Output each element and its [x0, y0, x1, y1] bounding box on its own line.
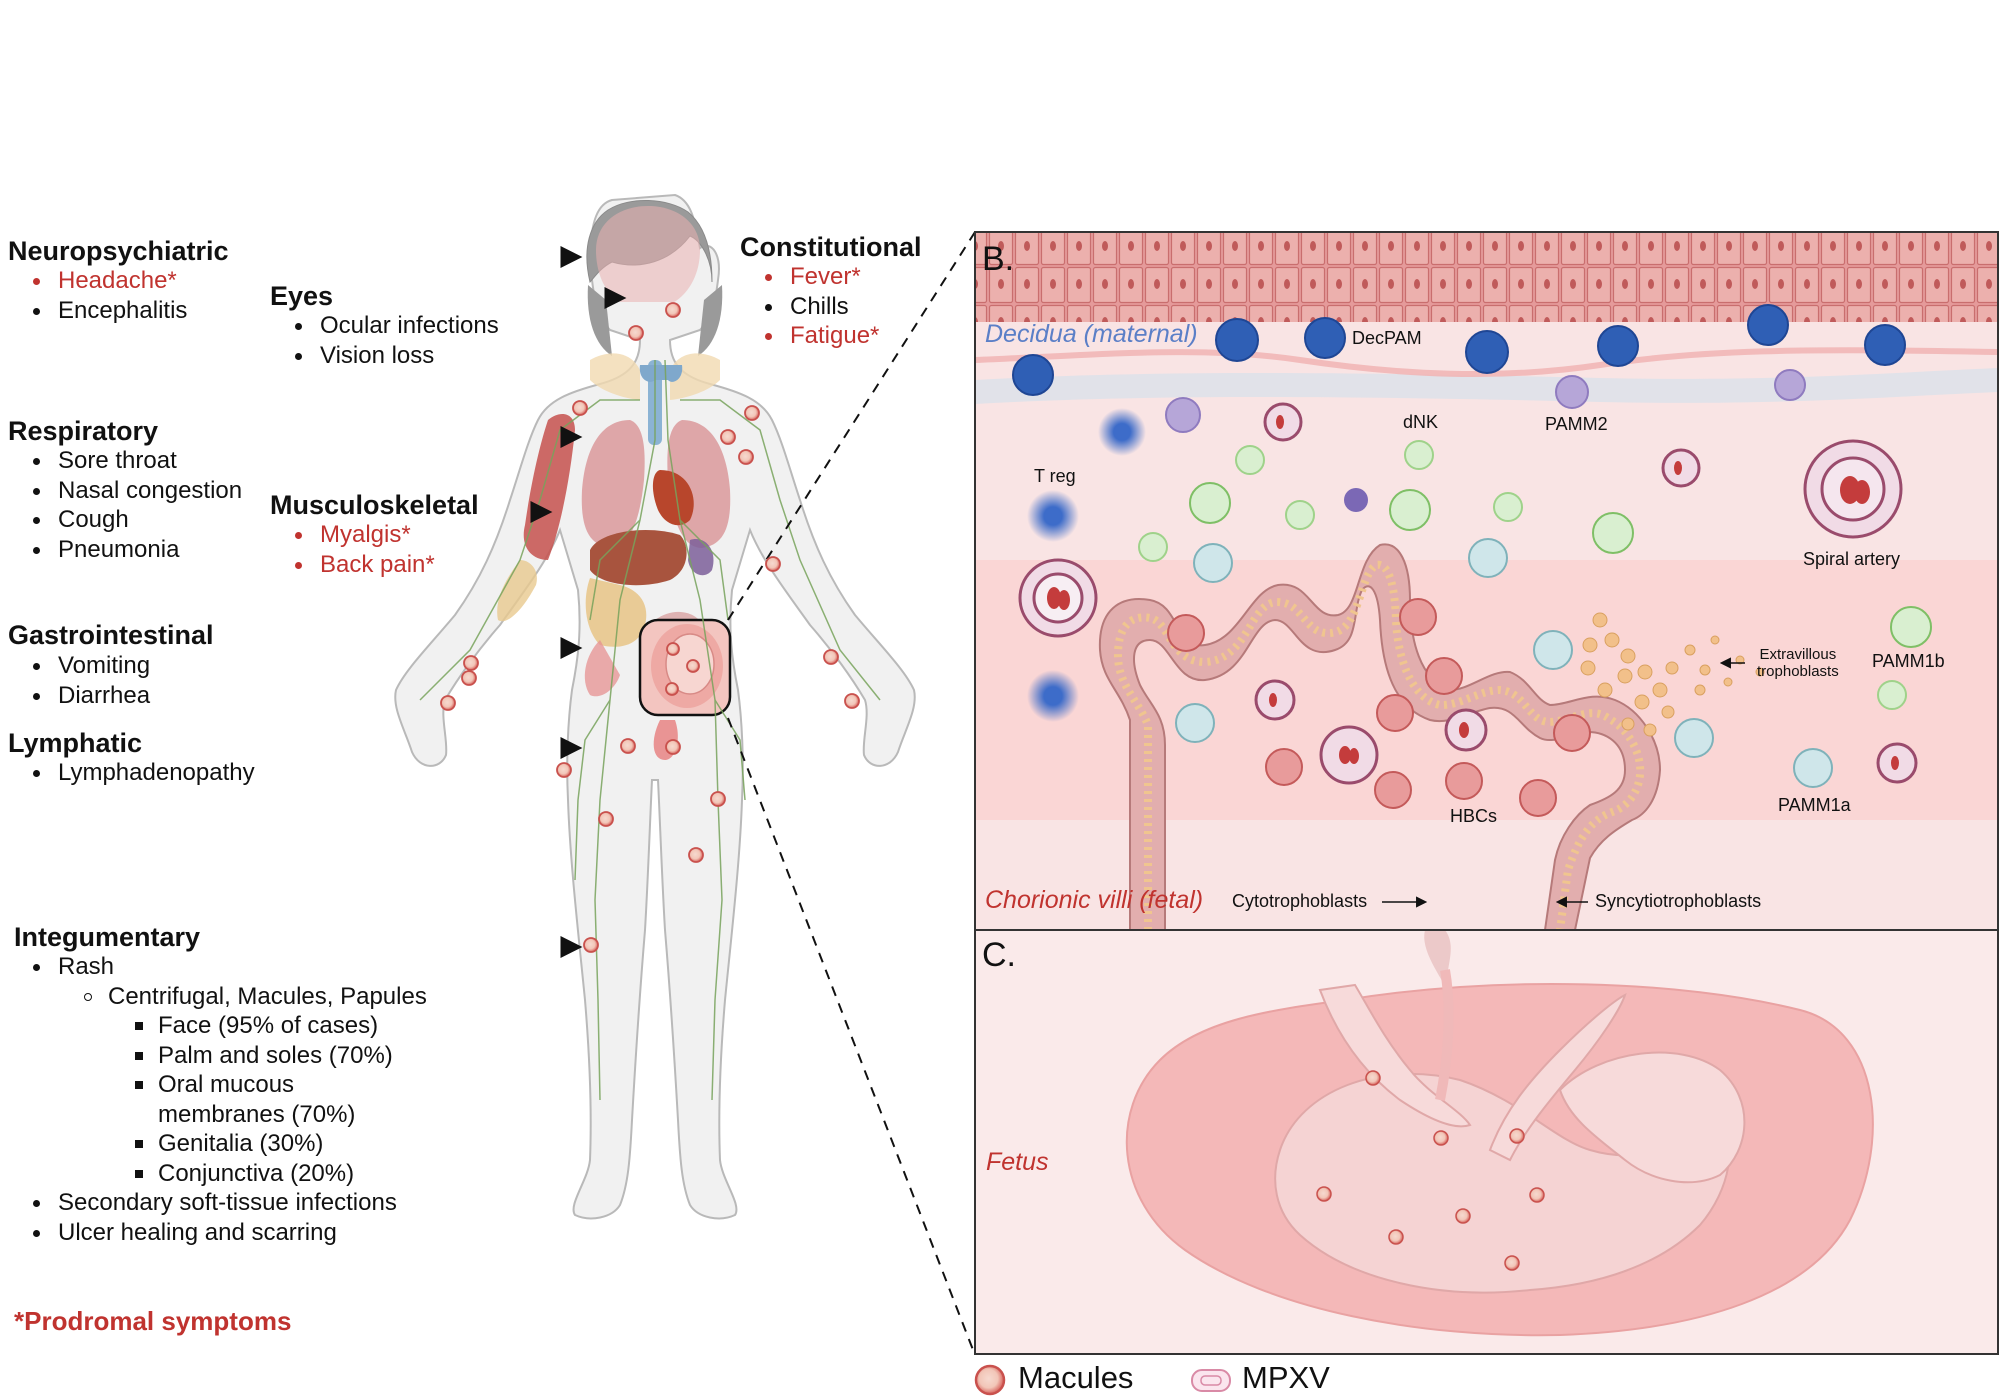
heading-constitutional: Constitutional — [740, 232, 922, 262]
rash-site-face: Face (95% of cases) — [8, 1011, 427, 1041]
label-pamm1b: PAMM1b — [1872, 651, 1945, 671]
symptom-rash: Rash — [8, 952, 427, 982]
rash-site-oral-mucous-cont: membranes (70%) — [158, 1100, 356, 1128]
heading-gastrointestinal: Gastrointestinal — [8, 620, 214, 650]
symptom-ulcer-scarring: Ulcer healing and scarring — [8, 1218, 427, 1248]
legend-macules-label: Macules — [1018, 1360, 1134, 1395]
label-pamm2: PAMM2 — [1545, 414, 1608, 434]
human-body-illustration — [394, 193, 916, 1220]
label-syncytiotrophoblasts: Syncytiotrophoblasts — [1595, 891, 1762, 911]
heading-neuropsychiatric: Neuropsychiatric — [8, 236, 229, 266]
label-cytotrophoblasts: Cytotrophoblasts — [1232, 891, 1368, 911]
zoom-lines — [727, 231, 976, 1356]
list-lymphatic: Lymphadenopathy — [8, 758, 255, 788]
symptom-myalgis: Myalgis* — [270, 520, 435, 550]
heading-eyes: Eyes — [270, 281, 334, 311]
panel-c-fetus — [974, 929, 1999, 1355]
legend-macule-icon — [974, 1364, 1006, 1396]
symptom-secondary-infections: Secondary soft-tissue infections — [8, 1188, 427, 1218]
panel-b-letter: B. — [982, 240, 1015, 278]
label-decpam: DecPAM — [1352, 328, 1422, 348]
symptom-cough: Cough — [8, 505, 242, 535]
rash-site-palms-soles: Palm and soles (70%) — [8, 1041, 427, 1071]
list-neuropsychiatric: Headache* Encephalitis — [8, 266, 187, 325]
symptom-ocular-infections: Ocular infections — [270, 311, 499, 341]
label-hbcs: HBCs — [1450, 806, 1498, 826]
heading-lymphatic: Lymphatic — [8, 728, 143, 758]
label-dnk: dNK — [1403, 412, 1439, 432]
region-chorionic-villi: Chorionic villi (fetal) — [985, 886, 1204, 914]
prodromal-footnote: *Prodromal symptoms — [14, 1306, 292, 1336]
list-musculoskeletal: Myalgis* Back pain* — [270, 520, 435, 579]
symptom-diarrhea: Diarrhea — [8, 681, 150, 711]
symptom-fever: Fever* — [740, 262, 879, 292]
panel-c-letter: C. — [982, 936, 1016, 974]
rash-site-oral-mucous: Oral mucous — [8, 1070, 427, 1100]
heading-integumentary: Integumentary — [14, 922, 201, 952]
panel-b-placenta — [974, 231, 1999, 931]
heading-respiratory: Respiratory — [8, 416, 159, 446]
symptom-sore-throat: Sore throat — [8, 446, 242, 476]
symptom-vomiting: Vomiting — [8, 651, 150, 681]
list-integumentary: Rash Centrifugal, Macules, Papules Face … — [8, 952, 427, 1247]
rash-description: Centrifugal, Macules, Papules — [8, 982, 427, 1012]
symptom-encephalitis: Encephalitis — [8, 296, 187, 326]
region-decidua: Decidua (maternal) — [985, 320, 1198, 348]
legend-mpxv-label: MPXV — [1242, 1360, 1330, 1395]
body-macules — [440, 302, 860, 953]
list-respiratory: Sore throat Nasal congestion Cough Pneum… — [8, 446, 242, 564]
symptom-nasal-congestion: Nasal congestion — [8, 476, 242, 506]
symptom-fatigue: Fatigue* — [740, 321, 879, 351]
rash-site-genitalia: Genitalia (30%) — [8, 1129, 427, 1159]
list-eyes: Ocular infections Vision loss — [270, 311, 499, 370]
symptom-headache: Headache* — [8, 266, 187, 296]
label-extravillous-trophoblasts: Extravillous trophoblasts — [1757, 646, 1839, 680]
label-spiral-artery: Spiral artery — [1803, 549, 1901, 569]
symptom-vision-loss: Vision loss — [270, 341, 499, 371]
legend-mpxv-icon — [1191, 1369, 1231, 1392]
fetus-macules — [1316, 1070, 1545, 1271]
label-pamm1a: PAMM1a — [1778, 795, 1851, 815]
heading-musculoskeletal: Musculoskeletal — [270, 490, 479, 520]
region-fetus: Fetus — [986, 1148, 1049, 1176]
symptom-pneumonia: Pneumonia — [8, 535, 242, 565]
symptom-back-pain: Back pain* — [270, 550, 435, 580]
list-constitutional: Fever* Chills Fatigue* — [740, 262, 879, 351]
symptom-chills: Chills — [740, 292, 879, 322]
rash-site-conjunctiva: Conjunctiva (20%) — [8, 1159, 427, 1189]
label-treg: T reg — [1034, 466, 1076, 486]
symptom-lymphadenopathy: Lymphadenopathy — [8, 758, 255, 788]
body-arrows — [200, 246, 627, 958]
list-gastrointestinal: Vomiting Diarrhea — [8, 651, 150, 710]
